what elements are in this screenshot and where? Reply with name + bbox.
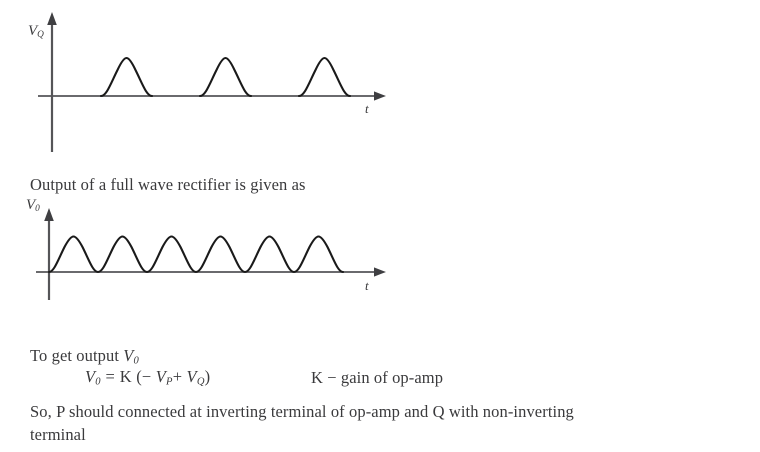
- eq-term2-symbol: V: [186, 367, 197, 386]
- chart1-x-axis-label: t: [365, 101, 369, 116]
- eq-term1-symbol: V: [155, 367, 167, 386]
- chart1-y-axis-label: VQ: [28, 24, 44, 40]
- text-to-get-output: To get output V0: [30, 345, 139, 369]
- chart2-y-symbol: V: [26, 197, 36, 213]
- eq-minus: −: [141, 367, 152, 386]
- waveform-vo: [47, 235, 345, 274]
- output-subscript: 0: [133, 355, 139, 367]
- eq-lhs-subscript: 0: [95, 376, 101, 388]
- to-get-output-prefix: To get output: [30, 346, 124, 365]
- eq-term2-subscript: Q: [196, 376, 205, 388]
- eq-lhs-symbol: V: [85, 367, 96, 386]
- chart1-y-subscript: Q: [37, 30, 44, 41]
- chart2-x-axis-label: t: [365, 278, 369, 293]
- y-axis-chart1: [47, 12, 57, 152]
- eq-close-paren: ): [204, 367, 211, 386]
- chart-vq-half-wave: VQ t: [0, 0, 420, 170]
- text-full-wave-intro: Output of a full wave rectifier is given…: [30, 175, 306, 194]
- x-axis-chart2: [36, 267, 386, 277]
- text-gain-note: K − gain of op-amp: [311, 368, 444, 387]
- output-symbol: V: [123, 346, 134, 365]
- chart2-y-axis-label: V0: [26, 198, 40, 214]
- text-conclusion-line-2: terminal: [30, 425, 86, 444]
- chart-vq-svg: [38, 12, 386, 152]
- eq-term1-subscript: P: [166, 376, 173, 388]
- equation-output-voltage: V0 = K (− VP+ VQ): [85, 367, 210, 388]
- eq-open-paren: (: [136, 367, 142, 386]
- y-axis-chart2: [44, 208, 54, 300]
- chart-vo-svg: [36, 208, 386, 300]
- chart2-y-subscript: 0: [35, 204, 40, 215]
- eq-equals: =: [105, 367, 116, 386]
- chart1-y-symbol: V: [28, 23, 38, 39]
- text-conclusion-line-1: So, P should connected at inverting term…: [30, 402, 574, 421]
- waveform-vq: [99, 56, 352, 98]
- eq-plus: +: [172, 367, 183, 386]
- x-axis-chart1: [38, 91, 386, 101]
- eq-gain-k: K: [119, 367, 132, 386]
- chart-vo-full-wave: V0 t: [0, 196, 420, 314]
